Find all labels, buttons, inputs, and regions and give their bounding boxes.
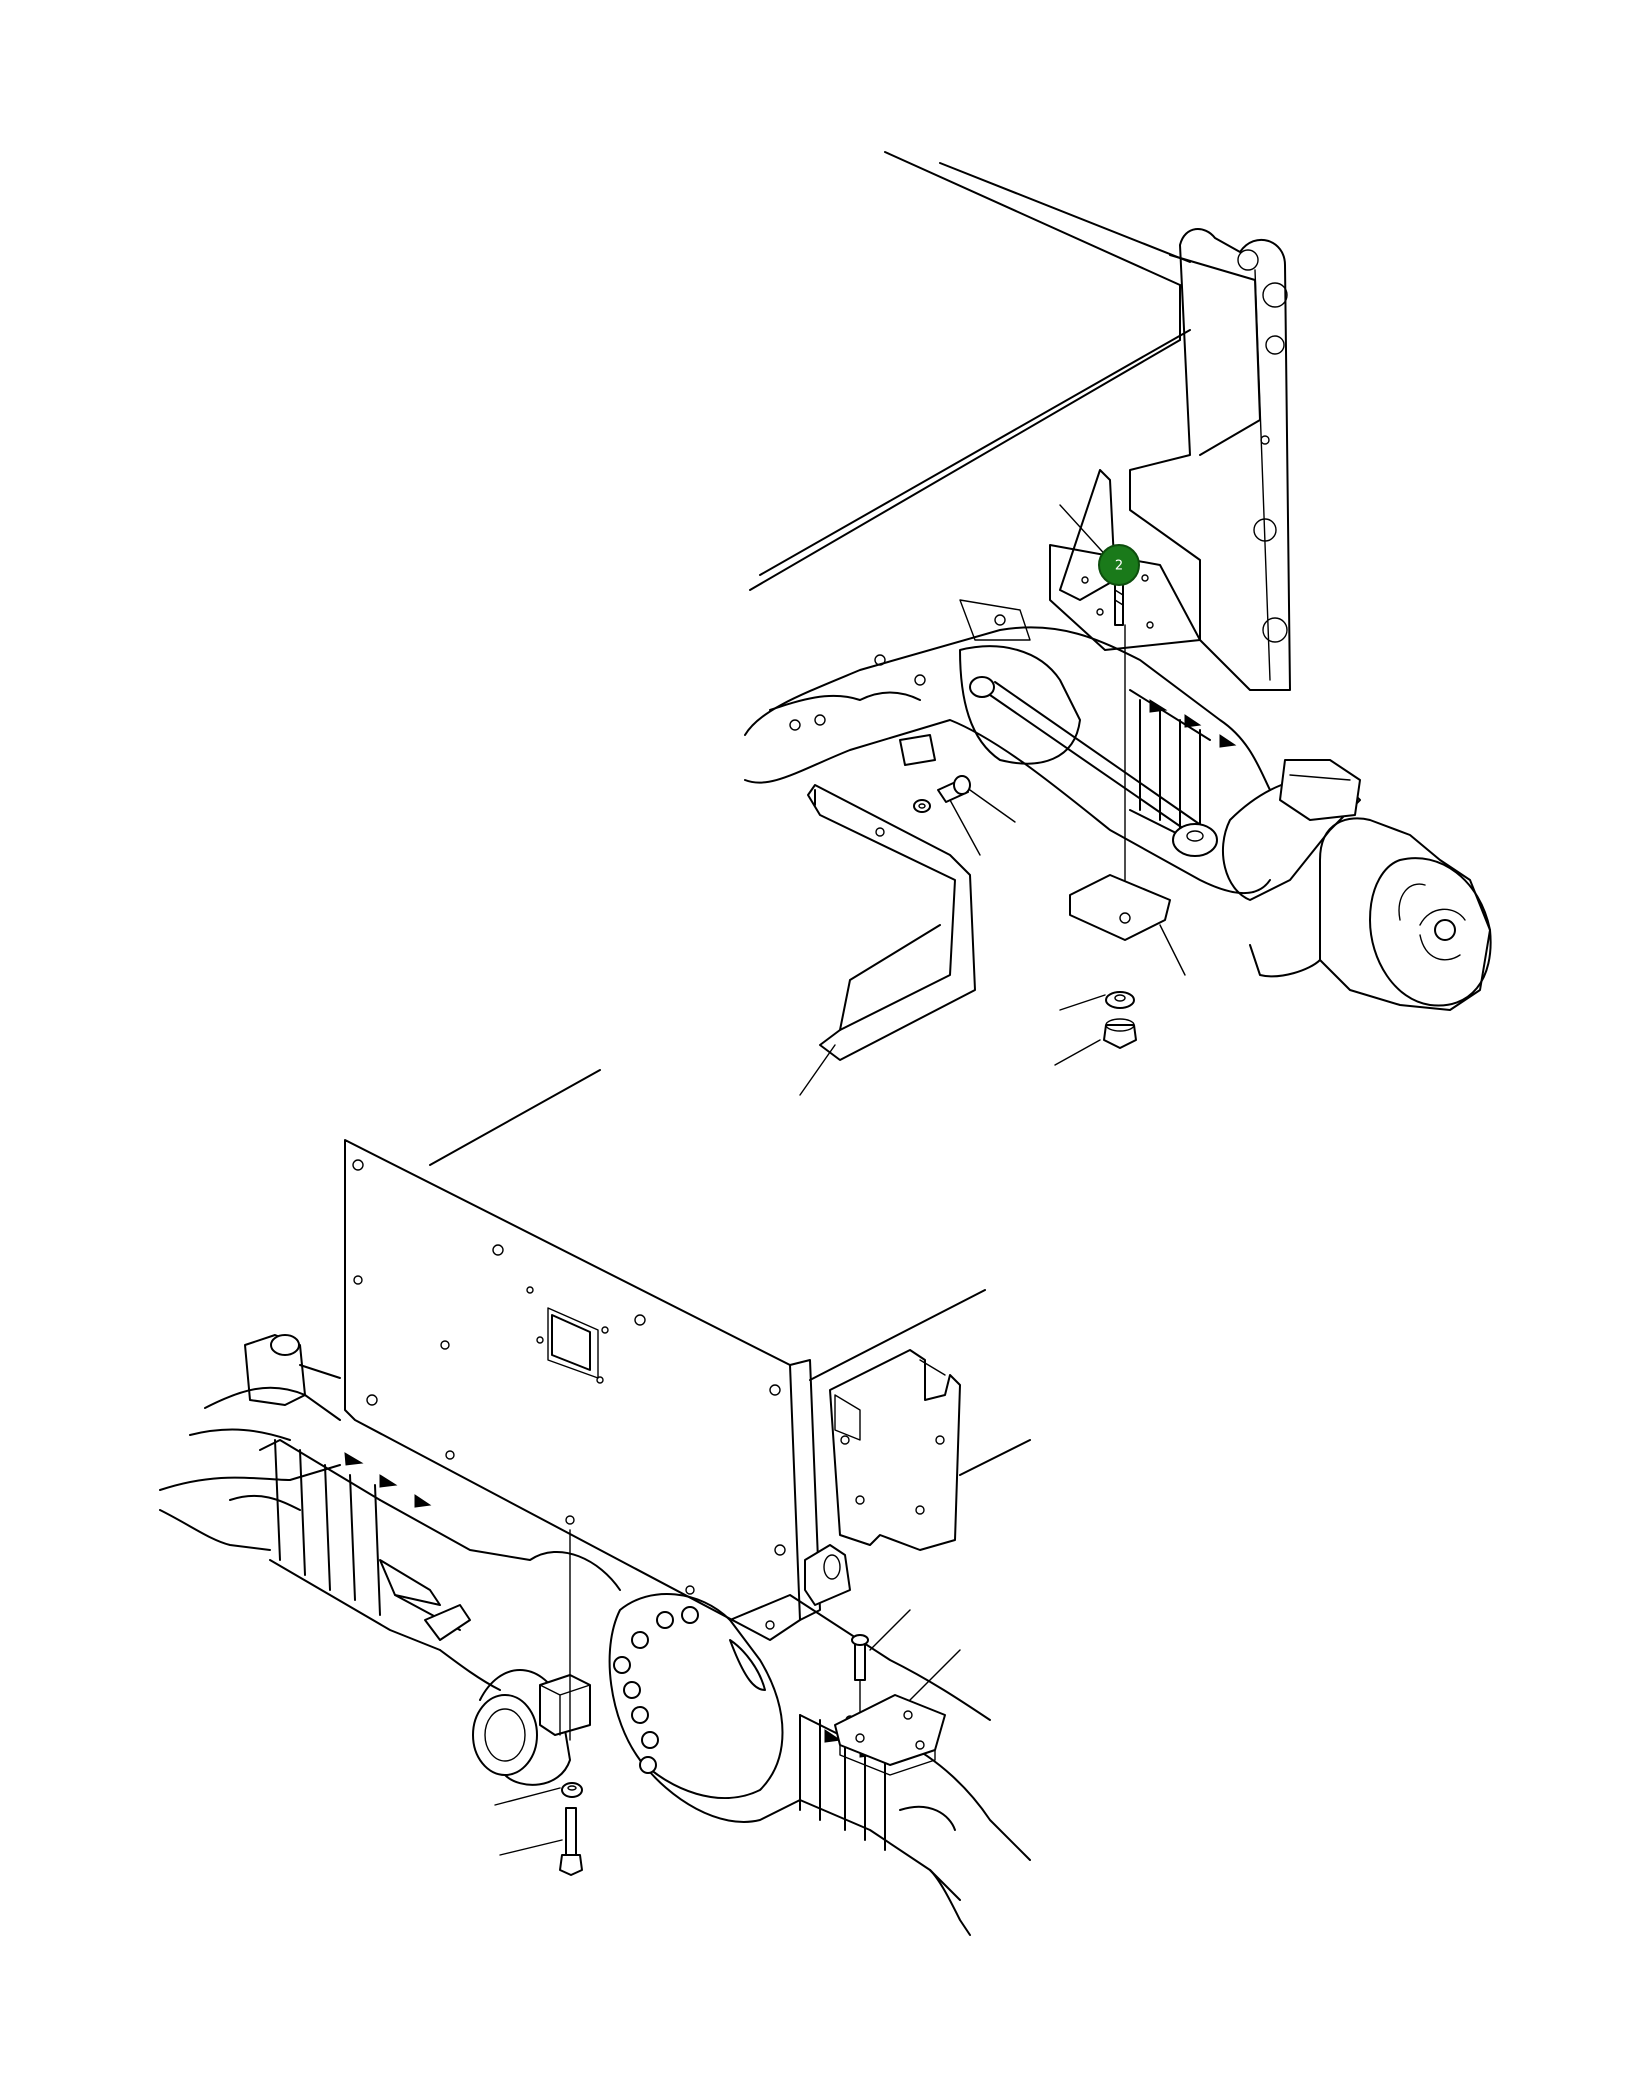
upper-mount-plate (1129, 228, 1291, 691)
upper-tie-rod (969, 676, 1218, 857)
upper-support-bracket (1049, 469, 1201, 651)
lower-leader-lines (494, 1609, 961, 1856)
upper-right-fasteners (1069, 569, 1171, 1049)
upper-wheel-hub (1222, 759, 1492, 1011)
lower-bottom-fasteners (559, 1782, 583, 1876)
lower-clamp-block (539, 1529, 591, 1741)
callout-2-marker[interactable] (1098, 544, 1140, 586)
lower-frame-member (429, 1069, 1031, 1476)
lower-tie-rod (379, 1559, 471, 1641)
lower-assembly (159, 1069, 1031, 1936)
upper-frame-member (749, 151, 1261, 591)
upper-hose-clamps (769, 599, 1031, 766)
callout-2-label: 2 (1115, 559, 1123, 574)
upper-assembly (744, 151, 1492, 1096)
lower-right-fasteners (804, 1544, 946, 1776)
upper-axle-housing (744, 626, 1271, 895)
lower-tie-rod-end (244, 1334, 341, 1406)
guard-bracket (807, 784, 976, 1061)
upper-leader-lines (799, 504, 1186, 1096)
callout-2[interactable]: 2 (1098, 544, 1140, 586)
lower-front-plate (344, 1139, 821, 1641)
lower-axle-housing (159, 1386, 1031, 1936)
upper-left-fasteners (913, 775, 971, 813)
lower-side-bracket (829, 1349, 961, 1551)
